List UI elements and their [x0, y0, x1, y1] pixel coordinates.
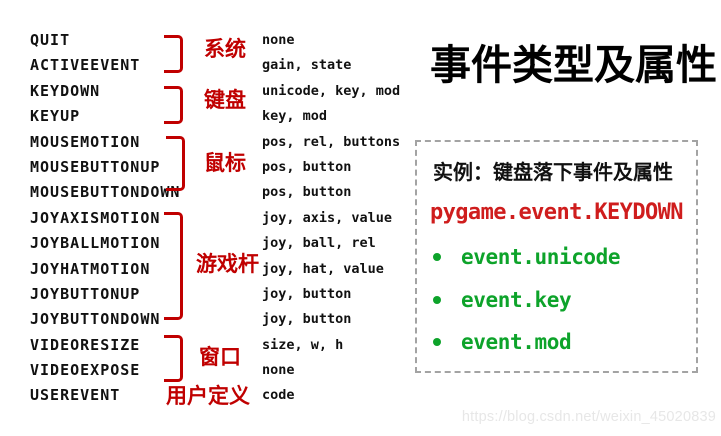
event-attrs: none	[262, 362, 295, 379]
event-name: KEYUP	[30, 107, 81, 126]
event-name: VIDEORESIZE	[30, 335, 141, 354]
event-name: MOUSEBUTTONDOWN	[30, 183, 181, 202]
event-name: JOYBALLMOTION	[30, 234, 161, 253]
bullet-icon	[433, 252, 441, 261]
example-heading: 实例：键盘落下事件及属性	[433, 162, 673, 184]
event-name: MOUSEBUTTONUP	[30, 157, 161, 176]
list-item: event.mod	[433, 330, 572, 354]
event-attrs: joy, axis, value	[262, 209, 393, 226]
bullet-icon	[433, 337, 441, 346]
event-name: JOYAXISMOTION	[30, 208, 161, 227]
event-attrs: pos, button	[262, 184, 352, 201]
event-attrs: pos, rel, buttons	[262, 133, 401, 150]
list-item-label: event.mod	[461, 330, 572, 354]
event-name: JOYHATMOTION	[30, 259, 151, 278]
event-name: QUIT	[30, 31, 71, 49]
event-name: ACTIVEEVENT	[30, 56, 141, 75]
page-title: 事件类型及属性	[430, 42, 717, 88]
event-attrs: code	[262, 387, 295, 404]
list-item: event.unicode	[433, 245, 621, 269]
list-item-label: event.unicode	[461, 245, 621, 269]
event-attrs: joy, button	[262, 311, 352, 328]
event-name-column: QUIT ACTIVEEVENT KEYDOWN KEYUP MOUSEMOTI…	[30, 28, 180, 409]
group-bracket-keyboard	[164, 86, 183, 124]
event-attrs: gain, state	[262, 57, 352, 74]
event-attrs: key, mod	[262, 108, 328, 125]
event-attrs: joy, button	[262, 285, 352, 302]
group-label-mouse: 鼠标	[204, 152, 246, 175]
event-name: JOYBUTTONDOWN	[30, 310, 161, 329]
event-name: VIDEOEXPOSE	[30, 361, 141, 380]
event-name: MOUSEMOTION	[30, 132, 141, 151]
event-attrs: joy, hat, value	[262, 260, 384, 277]
event-attrs: joy, ball, rel	[262, 235, 376, 252]
event-name: USEREVENT	[30, 386, 121, 405]
event-attrs: none	[262, 32, 295, 48]
list-item: event.key	[433, 288, 572, 312]
example-box: 实例：键盘落下事件及属性 pygame.event.KEYDOWN event.…	[415, 140, 698, 373]
group-bracket-system	[164, 35, 183, 73]
example-code: pygame.event.KEYDOWN	[430, 200, 684, 225]
watermark: https://blog.csdn.net/weixin_45020839	[461, 409, 716, 425]
group-label-userdefined: 用户定义	[166, 385, 250, 408]
list-item-label: event.key	[461, 288, 572, 312]
event-attrs: unicode, key, mod	[262, 82, 401, 99]
group-bracket-mouse	[166, 136, 185, 191]
event-name: KEYDOWN	[30, 81, 101, 100]
event-attrs-column: none gain, state unicode, key, mod key, …	[262, 28, 400, 409]
bullet-icon	[433, 295, 441, 304]
group-bracket-window	[164, 335, 183, 382]
group-label-joystick: 游戏杆	[196, 253, 259, 276]
group-label-window: 窗口	[199, 346, 241, 369]
group-bracket-joystick	[164, 212, 183, 320]
event-attrs: size, w, h	[262, 336, 344, 353]
event-name: JOYBUTTONUP	[30, 284, 141, 303]
group-label-keyboard: 键盘	[204, 89, 246, 112]
event-attrs: pos, button	[262, 158, 352, 175]
group-label-system: 系统	[204, 38, 246, 61]
